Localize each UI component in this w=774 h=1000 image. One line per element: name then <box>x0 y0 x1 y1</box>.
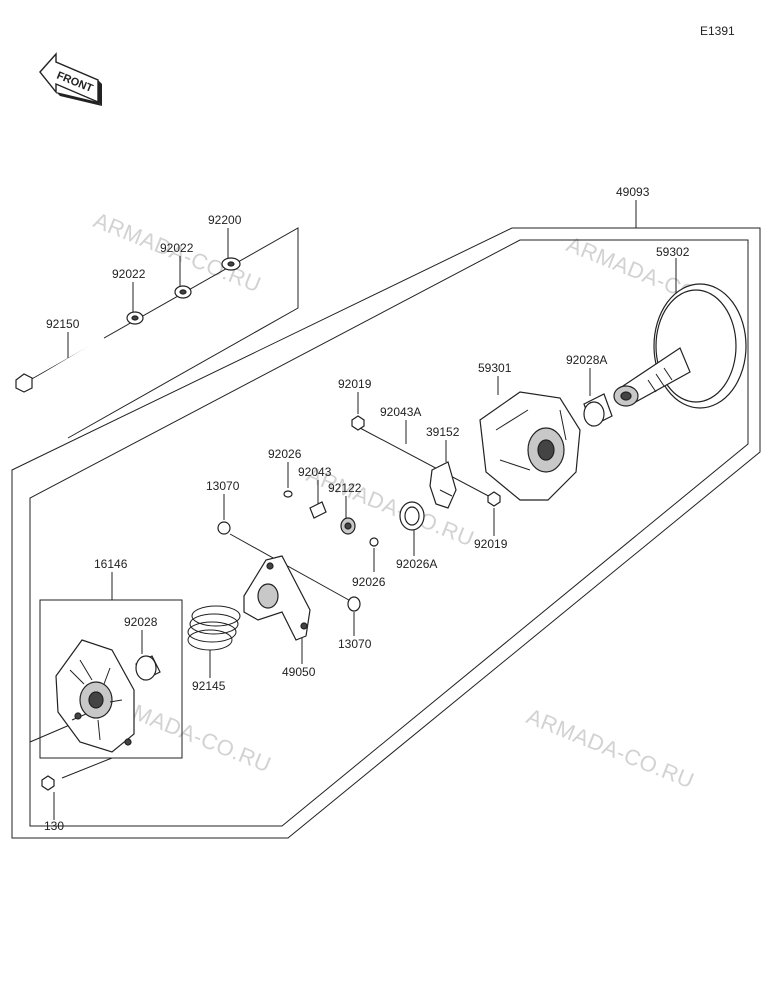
washer-group-frame <box>29 227 299 439</box>
part-16146-sheave <box>55 639 135 753</box>
part-59302-sheave <box>613 283 747 409</box>
part-92043A-pin <box>387 439 431 463</box>
part-130-bolt <box>41 769 69 791</box>
label-92022-a: 92022 <box>160 241 194 255</box>
part-92150-bolt <box>15 337 105 393</box>
part-49050-spider <box>243 555 311 641</box>
label-16146: 16146 <box>94 557 128 571</box>
label-92028A: 92028A <box>566 353 607 367</box>
part-39152-weight <box>429 461 457 509</box>
parts <box>15 257 747 791</box>
label-13070-b: 13070 <box>338 637 372 651</box>
label-92019-a: 92019 <box>338 377 372 391</box>
label-49050: 49050 <box>282 665 316 679</box>
part-92026-washer-a <box>283 490 293 498</box>
label-92026-b: 92026 <box>352 575 386 589</box>
label-92019-b: 92019 <box>474 537 508 551</box>
inner-assembly-frame <box>29 239 749 827</box>
label-49093: 49093 <box>616 185 650 199</box>
part-92022-washer-a <box>174 285 192 299</box>
part-92022-washer-b <box>126 311 144 325</box>
label-92145: 92145 <box>192 679 226 693</box>
part-13070-bushing-b <box>347 596 361 612</box>
part-92019-nut-b <box>487 491 501 507</box>
part-92145-spring <box>187 605 241 651</box>
part-number-labels: 49093 59302 92200 92022 92022 92150 5930… <box>44 185 690 833</box>
label-92043: 92043 <box>298 465 332 479</box>
label-92028: 92028 <box>124 615 158 629</box>
label-92026A: 92026A <box>396 557 437 571</box>
label-92022-b: 92022 <box>112 267 146 281</box>
main-assembly-frame <box>11 227 761 839</box>
label-92150: 92150 <box>46 317 80 331</box>
part-92026A-ring <box>399 501 425 531</box>
front-arrow-icon: FRONT <box>39 52 102 106</box>
label-130: 130 <box>44 819 64 833</box>
label-59301: 59301 <box>478 361 512 375</box>
part-92122-roller <box>340 517 356 535</box>
part-92026-washer-b <box>369 537 379 547</box>
part-13070-bushing-a <box>217 521 231 535</box>
part-92028-bushing <box>135 655 161 681</box>
label-59302: 59302 <box>656 245 690 259</box>
part-92019-nut-a <box>351 415 365 431</box>
label-92200: 92200 <box>208 213 242 227</box>
label-92026-a: 92026 <box>268 447 302 461</box>
part-59301-cover <box>479 391 581 501</box>
label-92043A: 92043A <box>380 405 421 419</box>
part-92028A-bushing <box>583 393 613 427</box>
part-92043-pin <box>309 501 327 519</box>
diagram-code: E1391 <box>700 24 735 38</box>
label-92122: 92122 <box>328 481 362 495</box>
label-39152: 39152 <box>426 425 460 439</box>
part-92200-washer <box>221 257 241 271</box>
assembly-frames <box>11 227 761 839</box>
watermark-5: ARMADA-CO.RU <box>523 703 698 793</box>
label-13070-a: 13070 <box>206 479 240 493</box>
